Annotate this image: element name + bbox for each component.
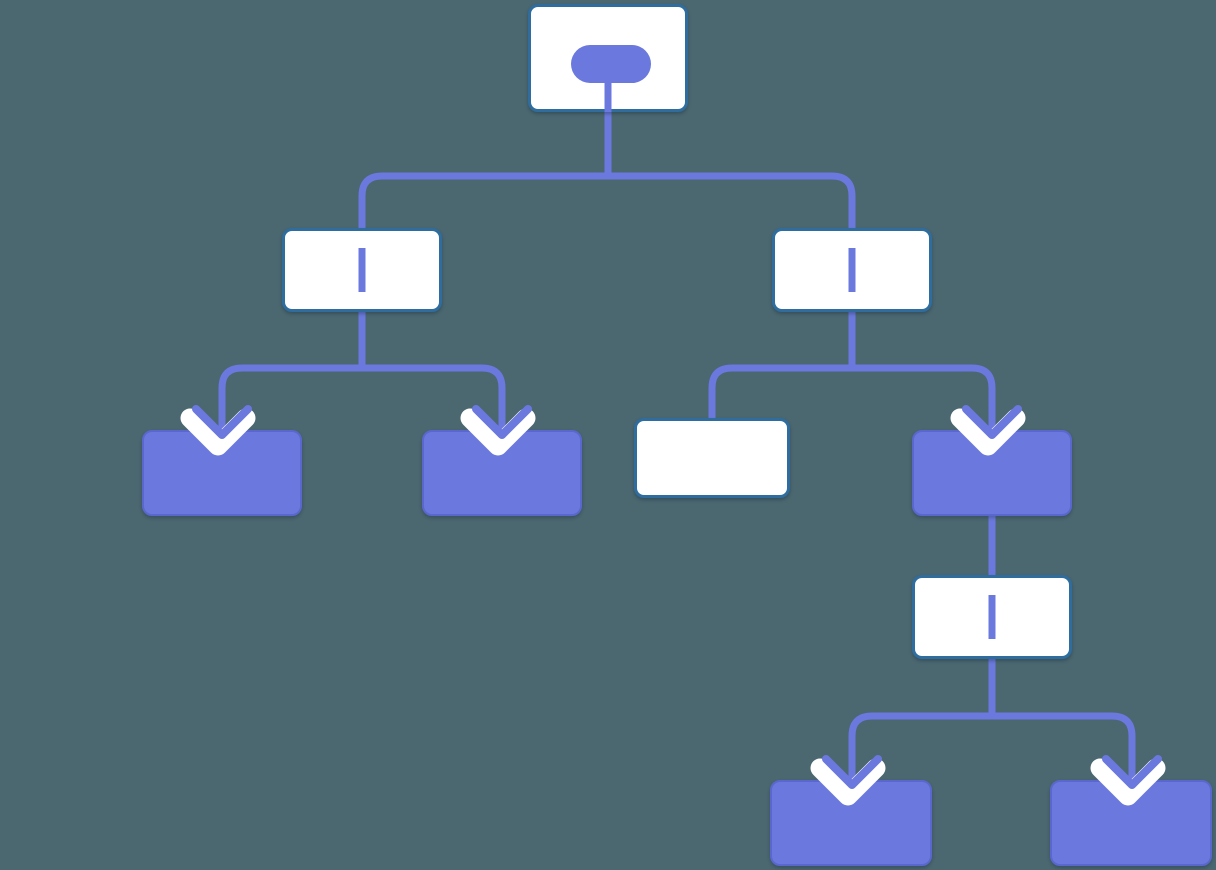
- leaf-node-1[interactable]: [142, 430, 302, 516]
- leaf-node-2[interactable]: [422, 430, 582, 516]
- root-node-pill: [571, 45, 651, 83]
- sub-branch-node[interactable]: [912, 575, 1072, 659]
- root-node[interactable]: [528, 4, 688, 112]
- leaf-node-2-label: [424, 432, 580, 514]
- sub-branch-node-label: [915, 578, 1069, 656]
- branch-node-right-label: [775, 231, 929, 309]
- leaf-node-3[interactable]: [634, 418, 790, 498]
- branch-node-left-label: [285, 231, 439, 309]
- leaf-node-5-label: [1052, 782, 1210, 864]
- branch-node-right-child[interactable]: [912, 430, 1072, 516]
- leaf-node-3-label: [637, 421, 787, 495]
- leaf-node-1-label: [144, 432, 300, 514]
- branch-node-left[interactable]: [282, 228, 442, 312]
- leaf-node-4[interactable]: [770, 780, 932, 866]
- branch-node-right-child-label: [914, 432, 1070, 514]
- leaf-node-5[interactable]: [1050, 780, 1212, 866]
- branch-node-right[interactable]: [772, 228, 932, 312]
- leaf-node-4-label: [772, 782, 930, 864]
